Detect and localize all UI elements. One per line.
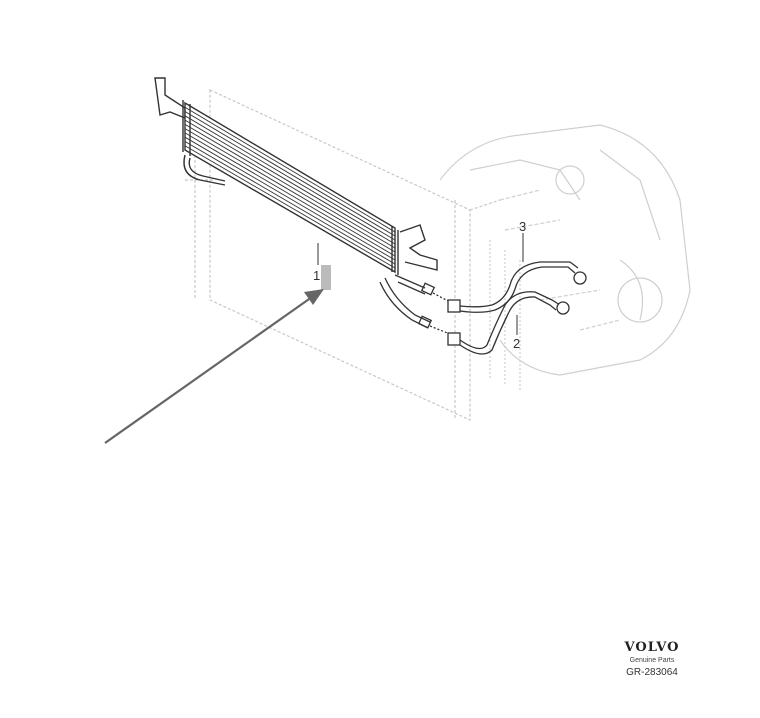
cooler-fin (184, 115, 396, 241)
logo-brand: VOLVO (624, 640, 680, 655)
volvo-logo: VOLVO Genuine Parts GR-283064 (612, 640, 692, 678)
cooler-fin (184, 128, 396, 253)
cooler-fin (184, 119, 396, 245)
cooler-fin (184, 141, 396, 265)
pointer-arrow (104, 289, 324, 444)
cooler-fin (184, 111, 396, 237)
cooler-fin (184, 106, 396, 233)
callout-1: 1 (313, 268, 320, 283)
transmission-ghost (439, 124, 691, 390)
highlight-marker (321, 265, 331, 290)
oil-cooler (154, 77, 438, 275)
logo-subtitle: Genuine Parts (629, 657, 675, 664)
callout-3: 3 (519, 219, 526, 234)
cooler-fin (184, 132, 396, 257)
hoses (379, 261, 587, 355)
cooler-fin (184, 136, 396, 261)
callout-2: 2 (513, 336, 520, 351)
drawing-code: GR-283064 (626, 667, 678, 678)
leader-lines (317, 233, 524, 335)
cooler-fin (184, 123, 396, 249)
cooler-fin (184, 145, 396, 269)
